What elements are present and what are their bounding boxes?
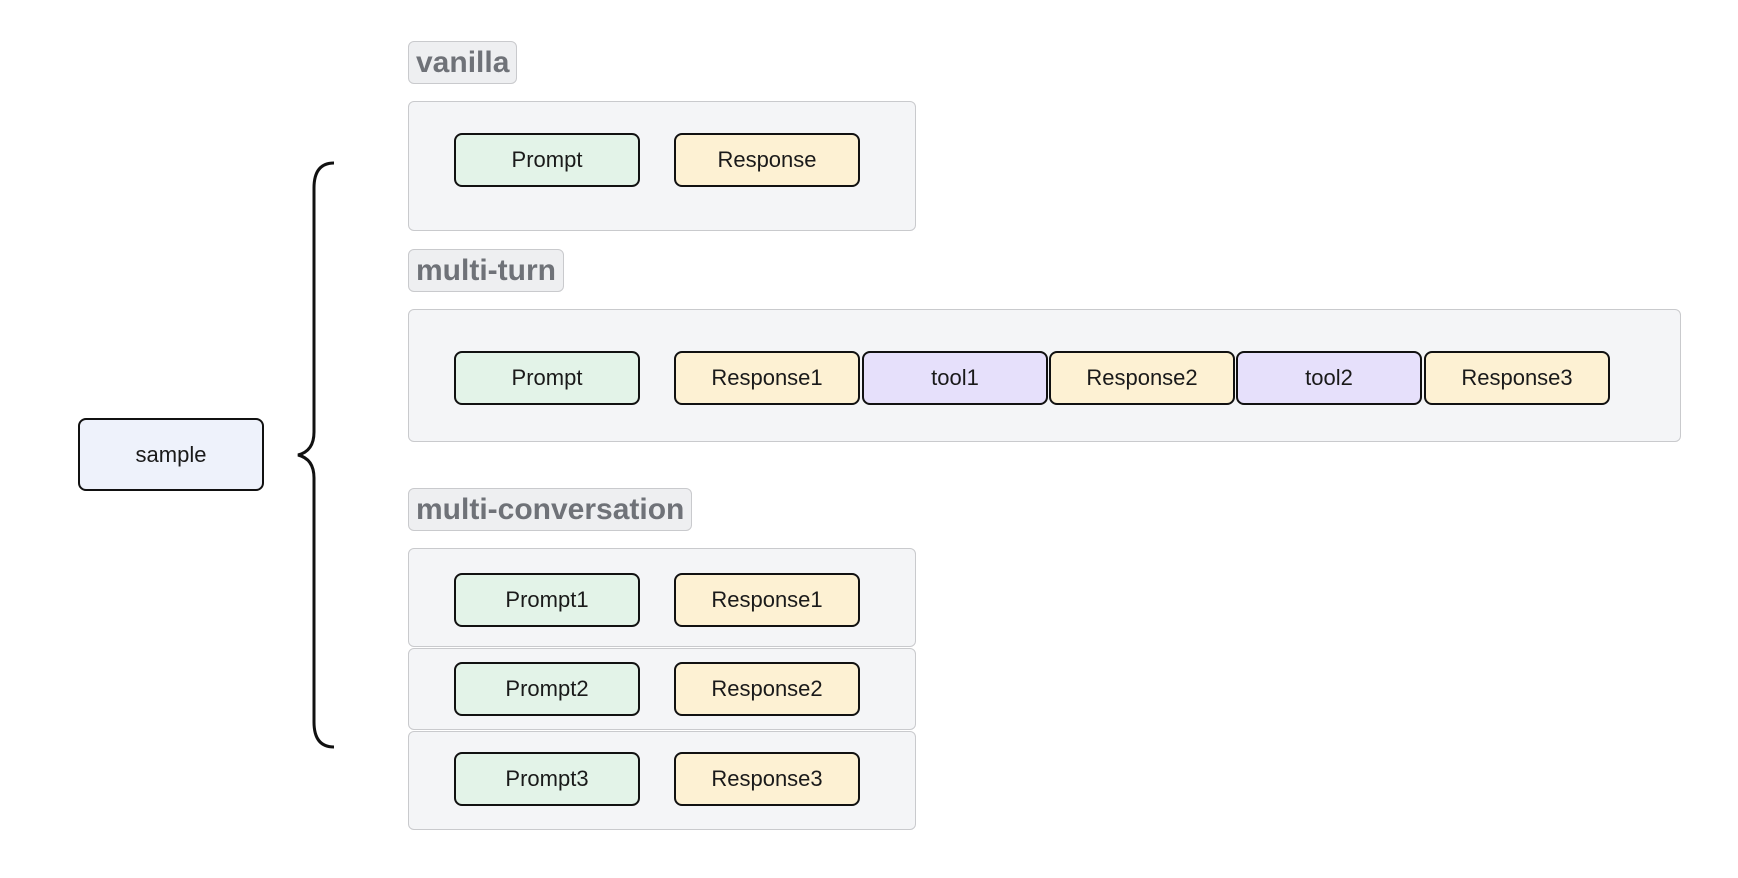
multi-conversation-panel-2: Prompt2 Response2 bbox=[408, 648, 916, 730]
conversation2-response: Response2 bbox=[674, 662, 860, 716]
conversation1-prompt: Prompt1 bbox=[454, 573, 640, 627]
multi-turn-response3: Response3 bbox=[1424, 351, 1610, 405]
multi-turn-prompt: Prompt bbox=[454, 351, 640, 405]
conversation2-prompt: Prompt2 bbox=[454, 662, 640, 716]
multi-turn-panel: Prompt Response1 tool1 Response2 tool2 R… bbox=[408, 309, 1681, 442]
multi-conversation-panel-3: Prompt3 Response3 bbox=[408, 731, 916, 830]
multi-turn-tool1: tool1 bbox=[862, 351, 1048, 405]
multi-turn-tool2: tool2 bbox=[1236, 351, 1422, 405]
section-label-multi-conversation: multi-conversation bbox=[408, 488, 693, 531]
section-label-vanilla: vanilla bbox=[408, 41, 518, 84]
multi-turn-response1: Response1 bbox=[674, 351, 860, 405]
section-label-multi-turn: multi-turn bbox=[408, 249, 564, 292]
vanilla-response: Response bbox=[674, 133, 860, 187]
vanilla-prompt: Prompt bbox=[454, 133, 640, 187]
multi-conversation-panel-1: Prompt1 Response1 bbox=[408, 548, 916, 647]
vanilla-panel: Prompt Response bbox=[408, 101, 916, 231]
conversation3-prompt: Prompt3 bbox=[454, 752, 640, 806]
multi-turn-response2: Response2 bbox=[1049, 351, 1235, 405]
conversation1-response: Response1 bbox=[674, 573, 860, 627]
sample-node: sample bbox=[78, 418, 264, 491]
conversation3-response: Response3 bbox=[674, 752, 860, 806]
